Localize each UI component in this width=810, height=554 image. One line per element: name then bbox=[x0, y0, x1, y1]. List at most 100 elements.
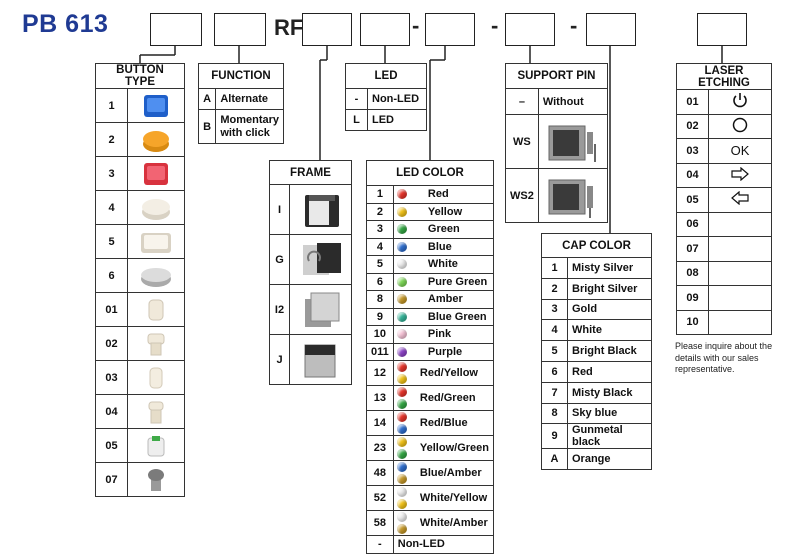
laser-etching-row: 05 bbox=[676, 187, 772, 213]
led-color-code: 4 bbox=[366, 237, 394, 256]
cap-color-code: A bbox=[541, 448, 568, 471]
led-dot-icon bbox=[396, 524, 407, 535]
laser-etching-empty bbox=[708, 309, 772, 335]
led-color-row: -Non-LED bbox=[366, 535, 495, 554]
led-dot-icon bbox=[396, 294, 407, 305]
ok-symbol: OK bbox=[708, 138, 772, 164]
led-color-header: LED COLOR bbox=[366, 160, 494, 186]
button-type-row: 02 bbox=[95, 326, 185, 361]
code-box-cap-color[interactable] bbox=[586, 13, 636, 46]
led-color-row: 2 Yellow bbox=[366, 202, 494, 221]
button-type-row: 6 bbox=[95, 258, 185, 293]
led-color-swatch bbox=[392, 510, 420, 536]
code-box-support-pin[interactable] bbox=[505, 13, 555, 46]
cap-color-code: 1 bbox=[541, 257, 568, 279]
cap-color-code: 6 bbox=[541, 360, 568, 383]
cap-color-code: 2 bbox=[541, 277, 568, 300]
laser-etching-code: 03 bbox=[676, 138, 709, 164]
led-color-swatch bbox=[392, 220, 420, 239]
laser-etching-code: 05 bbox=[676, 187, 709, 213]
led-color-code: 23 bbox=[366, 435, 394, 461]
button-type-image bbox=[127, 462, 185, 497]
cap-color-code: 7 bbox=[541, 381, 568, 404]
button-type-image bbox=[127, 360, 185, 395]
code-box-led-color[interactable] bbox=[425, 13, 475, 46]
led-color-code: 1 bbox=[366, 185, 394, 204]
cap-color-label: Misty Silver bbox=[567, 257, 652, 279]
code-box-frame[interactable] bbox=[302, 13, 352, 46]
led-color-code: 48 bbox=[366, 460, 394, 486]
led-color-code: 2 bbox=[366, 202, 394, 221]
led-dot-icon bbox=[396, 437, 407, 448]
led-color-label: White/Yellow bbox=[419, 485, 494, 511]
led-dot-icon bbox=[396, 424, 407, 435]
laser-etching-row: 10 bbox=[676, 309, 772, 335]
code-box-function[interactable] bbox=[214, 13, 266, 46]
code-box-laser-etching[interactable] bbox=[697, 13, 747, 46]
led-dot-icon bbox=[396, 499, 407, 510]
led-color-label: White/Amber bbox=[419, 510, 494, 536]
arrow-left-icon bbox=[708, 187, 772, 213]
button-type-row: 07 bbox=[95, 462, 185, 497]
button-type-row: 05 bbox=[95, 428, 185, 463]
model-title: PB 613 bbox=[22, 10, 109, 38]
led-color-swatch bbox=[392, 435, 420, 461]
frame-code: I2 bbox=[269, 284, 290, 335]
button-type-image bbox=[127, 224, 185, 259]
button-type-image bbox=[127, 428, 185, 463]
laser-etching-row: 08 bbox=[676, 260, 772, 286]
connector-lines bbox=[139, 46, 723, 233]
led-color-label: Red/Green bbox=[419, 385, 494, 411]
code-box-led[interactable] bbox=[360, 13, 410, 46]
led-color-row: 48 Blue/Amber bbox=[366, 460, 494, 486]
arrow-right-icon bbox=[708, 162, 772, 188]
led-dot-icon bbox=[396, 362, 407, 373]
led-color-swatch bbox=[392, 410, 420, 436]
laser-etching-note: Please inquire about the details with ou… bbox=[675, 341, 773, 374]
cap-color-code: 9 bbox=[541, 423, 568, 450]
led-color-swatch bbox=[392, 460, 420, 486]
led-color-swatch bbox=[392, 385, 420, 411]
led-color-swatch bbox=[392, 237, 420, 256]
button-type-code: 4 bbox=[95, 190, 128, 225]
led-dot-icon bbox=[396, 462, 407, 473]
frame-code: G bbox=[269, 234, 290, 285]
led-color-code: 3 bbox=[366, 220, 394, 239]
button-type-image bbox=[127, 258, 185, 293]
cap-color-label: Orange bbox=[567, 448, 652, 471]
laser-etching-code: 09 bbox=[676, 285, 709, 311]
cap-color-label: Misty Black bbox=[567, 381, 652, 404]
frame-image bbox=[289, 234, 352, 285]
led-color-code: 8 bbox=[366, 290, 394, 309]
button-type-code: 02 bbox=[95, 326, 128, 361]
led-color-label: Blue/Amber bbox=[419, 460, 494, 486]
button-type-code: 01 bbox=[95, 292, 128, 327]
led-dot-icon bbox=[396, 512, 407, 523]
led-code: L bbox=[345, 109, 368, 131]
led-color-label: Purple bbox=[419, 342, 494, 361]
led-color-swatch bbox=[392, 202, 420, 221]
code-box-button-type[interactable] bbox=[150, 13, 202, 46]
led-color-swatch bbox=[392, 307, 420, 326]
led-color-label: Yellow bbox=[419, 202, 494, 221]
led-color-code: - bbox=[366, 535, 394, 554]
led-color-swatch bbox=[392, 185, 420, 204]
cap-color-code: 4 bbox=[541, 319, 568, 342]
led-color-code: 6 bbox=[366, 272, 394, 291]
button-type-image bbox=[127, 156, 185, 191]
cap-color-label: Bright Silver bbox=[567, 277, 652, 300]
